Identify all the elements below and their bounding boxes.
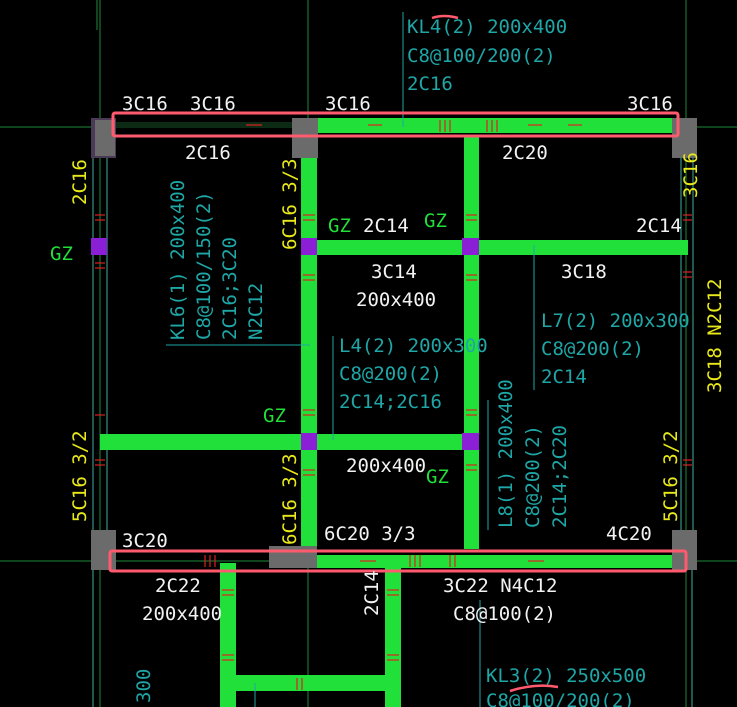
- l7-label: L7(2) 200x300: [541, 310, 690, 332]
- highlight-bottom-beam: [108, 549, 688, 573]
- right-rebar-3c16: 3C16: [680, 152, 702, 198]
- kl4-label: KL4(2) 200x400: [407, 16, 567, 38]
- right-vert-rebar: 3C18 N2C12: [704, 279, 726, 393]
- kl3-stirrup: C8@100/200(2): [486, 690, 635, 707]
- bottom-stirrup: C8@100(2): [453, 603, 556, 625]
- top-bottom-rebar-left: 2C16: [185, 142, 231, 164]
- column-bottom-mid: [269, 546, 317, 568]
- top-rebar-d: 3C16: [627, 93, 673, 115]
- column-top-right: [672, 118, 697, 158]
- highlight-top-beam: [111, 111, 680, 138]
- bottom-rebar-3c22: 3C22 N4C12: [443, 575, 557, 597]
- l8-label: L8(1) 200x400: [495, 379, 517, 528]
- beam-top-left-thin: [113, 122, 303, 128]
- rebar-ticks: [95, 120, 692, 690]
- gz-label-left: GZ: [50, 243, 73, 265]
- column-top-mid: [292, 118, 318, 158]
- beam-bottom-kl3: [300, 555, 678, 568]
- left-col-rebar: 5C16 3/2: [69, 430, 91, 522]
- bottom-rebar-2c22: 2C22: [155, 575, 201, 597]
- col2-rebar-top: 6C16 3/3: [279, 158, 301, 250]
- gz-label-lower: GZ: [426, 466, 449, 488]
- beam-mid-lower: [100, 434, 478, 450]
- kl4-waist: 2C16: [407, 73, 453, 95]
- gz-label-center: GZ: [263, 405, 286, 427]
- beam-rebar-2c14-b: 2C14: [636, 215, 682, 237]
- kl4-stirrup: C8@100/200(2): [407, 45, 556, 67]
- l7-rebar: 2C14: [541, 366, 587, 388]
- beam-lower-left: [220, 563, 236, 707]
- kl6-rebar: 2C16;3C20: [219, 237, 241, 340]
- beam-rebar-3c18: 3C18: [561, 261, 607, 283]
- col2-rebar-bottom: 6C16 3/3: [279, 453, 301, 545]
- bottom-rebar-2c14: 2C14: [361, 570, 383, 616]
- bottom-size: 200x400: [142, 603, 222, 625]
- left-rebar-2c16: 2C16: [69, 159, 91, 205]
- beam-top-kl4: [300, 118, 676, 133]
- l4-label: L4(2) 200x300: [339, 335, 488, 357]
- top-rebar-c: 3C16: [325, 93, 371, 115]
- l8-rebar: 2C14;2C20: [549, 425, 571, 528]
- kl6-stirrup: C8@100/150(2): [193, 191, 215, 340]
- beam-mid-upper: [317, 240, 688, 255]
- beam-rebar-3c14: 3C14: [371, 261, 417, 283]
- bottom-300: 300: [133, 669, 155, 703]
- gz-label-upper: GZ: [424, 210, 447, 232]
- top-rebar-b: 3C16: [190, 93, 236, 115]
- top-bottom-rebar-right: 2C20: [502, 142, 548, 164]
- bottom-rebar-6c20: 6C20 3/3: [324, 523, 416, 545]
- beam-rebar-2c14-a: 2C14: [363, 215, 409, 237]
- beam-lower-right: [385, 563, 401, 707]
- bottom-rebar-4c20: 4C20: [606, 523, 652, 545]
- wall-outlines: [92, 130, 694, 707]
- kl3-label: KL3(2) 250x500: [486, 665, 646, 687]
- beam-size-a: 200x400: [356, 289, 436, 311]
- right-col-rebar: 5C16 3/2: [660, 430, 682, 522]
- gz-label-mid: GZ: [328, 215, 351, 237]
- l8-stirrup: C8@200(2): [522, 425, 544, 528]
- beam-lower-horizontal: [236, 675, 386, 691]
- l4-rebar: 2C14;2C16: [339, 391, 442, 413]
- leader-lines: [166, 12, 535, 707]
- beam-col2: [301, 135, 317, 549]
- highlight-boxes: [108, 14, 688, 693]
- gz-columns: [91, 238, 479, 450]
- bottom-rebar-3c20: 3C20: [122, 530, 168, 552]
- kl6-waist: N2C12: [245, 283, 267, 340]
- beam-size-b: 200x400: [346, 455, 426, 477]
- kl6-label: KL6(1) 200x400: [167, 180, 189, 340]
- l4-stirrup: C8@200(2): [339, 363, 442, 385]
- top-rebar-a: 3C16: [122, 93, 168, 115]
- l7-stirrup: C8@200(2): [541, 338, 644, 360]
